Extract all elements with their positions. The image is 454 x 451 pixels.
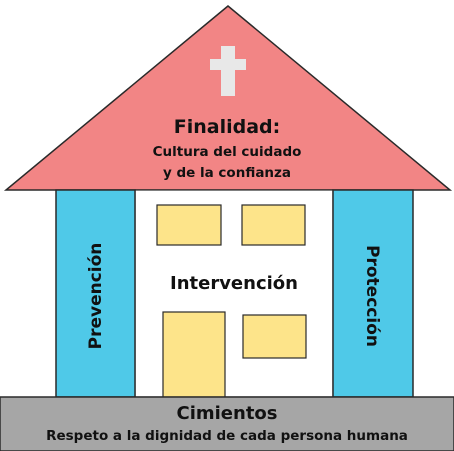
roof-subtitle-line2: y de la confianza (162, 165, 292, 181)
foundation-subtitle: Respeto a la dignidad de cada persona hu… (46, 428, 408, 444)
window-bottom-right (242, 314, 307, 359)
foundation (0, 396, 454, 451)
foundation-title: Cimientos (176, 403, 278, 424)
window-top-right (241, 204, 306, 246)
cross-icon (210, 46, 246, 96)
door (162, 311, 226, 398)
roof-subtitle-line1: Cultura del cuidado (152, 144, 302, 160)
window-top-left (156, 204, 222, 246)
roof-subtitle: Cultura del cuidado y de la confianza (0, 142, 454, 184)
right-pillar (332, 189, 414, 398)
roof-title: Finalidad: (173, 116, 281, 138)
center-label: Intervención (170, 273, 298, 294)
right-pillar-label: Protección (362, 245, 382, 347)
left-pillar-label: Prevención (86, 242, 106, 350)
